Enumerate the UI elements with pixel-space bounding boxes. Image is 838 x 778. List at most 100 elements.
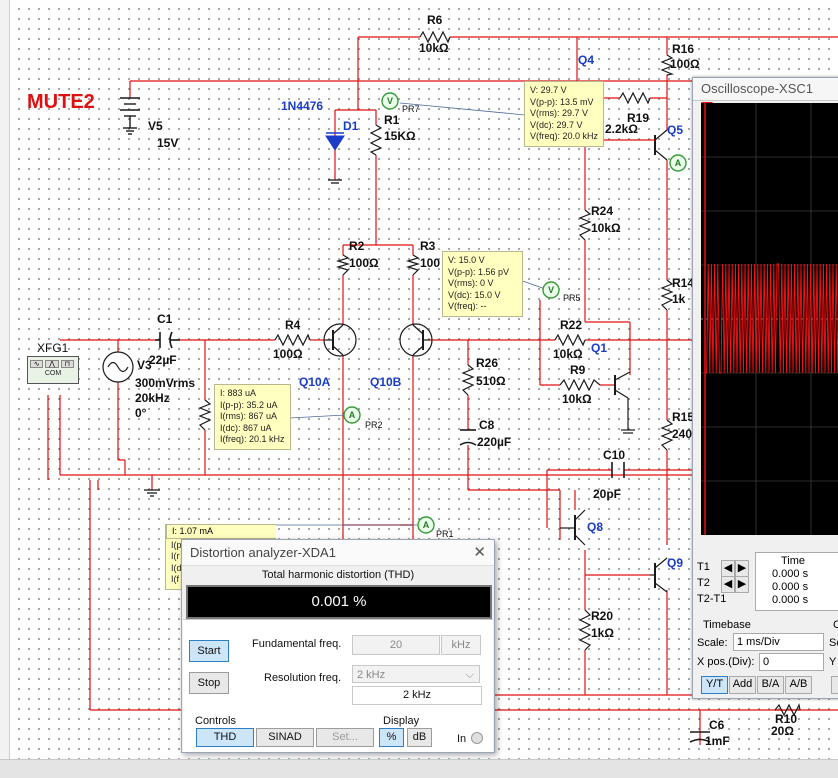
yt-button[interactable]: Y/T [701,676,728,694]
source-v3 [102,351,134,383]
diode-d1 [325,132,345,184]
ground-symbols [144,489,160,497]
svg-text:V: V [387,96,393,106]
channel-button-cut[interactable] [831,676,838,694]
oscilloscope-screen[interactable] [701,103,838,535]
value-c1: 22µF [149,353,177,367]
display-group-label: Display [383,715,420,727]
input-terminal-icon[interactable] [471,732,483,744]
status-bar [0,759,838,778]
label-c8: C8 [479,418,495,432]
label-pr7: PR7 [402,104,420,114]
resolution-freq-label: Resolution freq. [264,672,342,684]
pr1-ifreq: I(f [171,574,179,584]
label-q10a: Q10A [299,375,331,389]
close-icon[interactable]: ✕ [473,544,486,561]
fundamental-freq-label: Fundamental freq. [252,638,342,650]
probe-pr5-icon [542,281,560,299]
xpos-label: X pos.(Div): [697,656,755,668]
pr2-irms: I(rms): 867 uA [220,411,278,421]
label-d1: D1 [343,119,359,133]
percent-button[interactable]: % [379,728,404,747]
svg-text:A: A [349,410,356,420]
function-generator-xfg1[interactable]: ∿ ⋀ ⊓ COM [27,356,79,384]
value-c6: 1mF [705,734,730,748]
waveform-icons: ∿ ⋀ ⊓ [30,360,74,368]
pr1-ipp: I(p [171,539,182,550]
label-pr5: PR5 [563,293,581,303]
distortion-analyzer-titlebar: Distortion analyzer-XDA1 ✕ [182,540,494,566]
xpos-field[interactable]: 0 [759,653,824,671]
pr7-vrms: V(rms): 29.7 V [530,108,589,118]
left-ruler [0,0,10,777]
label-r15: R15 [672,410,695,424]
value-r24: 10kΩ [591,221,621,235]
probe-pr1-icon [417,516,435,534]
t1-right-arrow-button[interactable]: ▶ [735,560,749,577]
value-r9: 10kΩ [562,392,592,406]
label-xfg1: XFG1 [37,341,69,355]
value-c10: 20pF [593,487,622,501]
start-button[interactable]: Start [189,640,229,662]
analyzer-controls-panel: Start Stop Fundamental freq. 20 kHz Reso… [183,619,493,752]
timebase-scale-field[interactable]: 1 ms/Div [733,633,824,651]
fundamental-freq-input[interactable]: 20 [352,635,440,655]
pr2-i: I: 883 uA [220,388,257,398]
ba-button[interactable]: B/A [757,676,784,694]
set-button[interactable]: Set... [316,728,374,747]
fundamental-freq-unit[interactable]: kHz [441,635,481,655]
transistors [323,129,668,593]
stop-button[interactable]: Stop [189,672,229,694]
svg-text:A: A [423,520,430,530]
value-r10: 20Ω [771,724,794,738]
value-r26: 510Ω [476,374,506,388]
resolution-freq-selected: 2 kHz [357,669,386,681]
distortion-analyzer-title: Distortion analyzer-XDA1 [190,545,336,560]
value-v5: 15V [157,136,179,150]
value-c8: 220µF [477,435,512,449]
thd-label: Total harmonic distortion (THD) [261,569,415,581]
label-r1: R1 [384,113,400,127]
label-r16: R16 [672,42,695,56]
label-v3: V3 [137,358,152,372]
value-r16: 100Ω [670,57,700,71]
probe-pr7-readout: V: 29.7 V V(p-p): 13.5 mV V(rms): 29.7 V… [524,81,605,147]
cursor-time-panel: Time 0.000 s 0.000 s 0.000 s [755,552,838,611]
thd-button[interactable]: THD [196,728,254,747]
probe-pr2-icon [343,406,361,424]
t2-right-arrow-button[interactable]: ▶ [735,576,749,593]
time-t1-value: 0.000 s [772,568,809,580]
db-button[interactable]: dB [407,728,432,747]
label-t2: T2 [697,577,710,589]
chevron-down-icon: ⌵ [465,669,474,681]
label-r4: R4 [285,318,301,332]
distortion-analyzer-window[interactable]: Distortion analyzer-XDA1 ✕ Total harmoni… [181,539,495,753]
label-r22: R22 [560,318,583,332]
pr1-idc: I(d [171,562,182,573]
add-button[interactable]: Add [729,676,756,694]
label-pr2: PR2 [365,420,383,430]
label-r14: R14 [672,276,695,290]
battery-v5 [120,97,140,135]
value-r19: 2.2kΩ [605,122,638,136]
pr1-irms: I(r [171,551,180,561]
label-q4: Q4 [578,53,595,67]
probe-leaders [270,102,549,526]
t2-left-arrow-button[interactable]: ◀ [721,576,735,593]
label-r2: R2 [349,239,365,253]
value-r6: 10kΩ [419,41,449,55]
label-q9: Q9 [667,556,684,570]
svg-text:V: V [548,285,554,295]
mute-label: MUTE2 [27,91,95,113]
label-v5: V5 [148,119,163,133]
resolution-freq-select[interactable]: 2 kHz ⌵ [352,665,480,683]
label-q10b: Q10B [370,375,402,389]
sinad-button[interactable]: SINAD [256,728,314,747]
ab-button[interactable]: A/B [785,676,812,694]
value-r2: 100Ω [349,256,379,270]
oscilloscope-window[interactable]: Oscilloscope-XSC1 T1 T2 T2-T1 ◀ ▶ ◀ ▶ Ti… [692,77,838,699]
channel-ypos-cut-label: Y [829,656,837,668]
probe-markers [343,92,687,534]
t1-left-arrow-button[interactable]: ◀ [721,560,735,577]
capacitors [155,331,711,743]
